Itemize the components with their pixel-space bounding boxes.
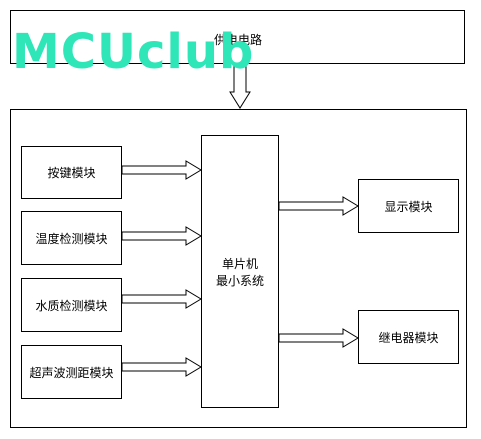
output-module-relay-label: 继电器模块	[378, 330, 439, 345]
input-module-ultrasonic: 超声波测距模块	[21, 345, 122, 399]
input-module-keys-label: 按键模块	[47, 166, 96, 180]
arrow-temperature-to-mcu	[121, 226, 202, 246]
watermark-logo: MCUclub	[12, 24, 255, 80]
arrow-mcu-to-display	[278, 196, 359, 216]
mcu-block: 单片机 最小系统	[201, 135, 279, 408]
input-module-temperature: 温度检测模块	[21, 211, 122, 265]
output-module-display-label: 显示模块	[384, 199, 433, 214]
power-supply-label: 供电电路	[214, 33, 263, 47]
input-module-keys: 按键模块	[21, 146, 122, 199]
mcu-label-line1: 单片机	[221, 256, 258, 271]
mcu-label-line2: 最小系统	[215, 273, 264, 288]
arrow-water-quality-to-mcu	[121, 289, 202, 309]
arrow-power-to-system	[229, 63, 251, 109]
output-module-display: 显示模块	[358, 179, 459, 233]
arrow-ultrasonic-to-mcu	[121, 357, 202, 377]
power-supply-box	[10, 10, 465, 64]
arrow-keys-to-mcu	[121, 160, 202, 180]
input-module-temperature-label: 温度检测模块	[35, 231, 108, 246]
arrow-mcu-to-relay	[278, 328, 359, 348]
input-module-water-quality-label: 水质检测模块	[35, 298, 108, 313]
output-module-relay: 继电器模块	[358, 310, 459, 364]
input-module-ultrasonic-label: 超声波测距模块	[29, 365, 114, 380]
input-module-water-quality: 水质检测模块	[21, 278, 122, 332]
